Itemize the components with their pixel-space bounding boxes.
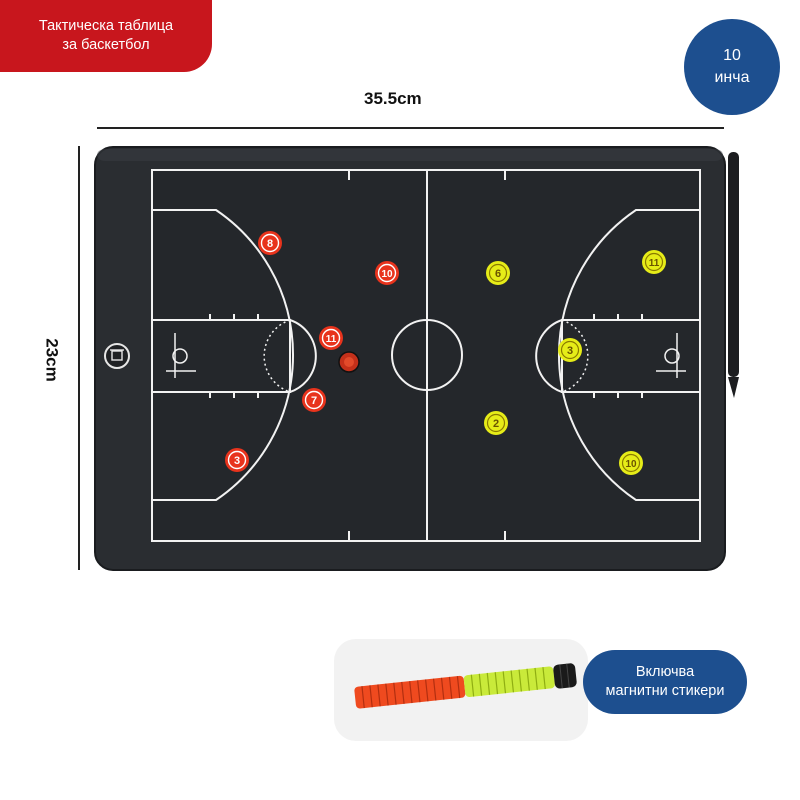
ball-magnet[interactable]: [338, 351, 360, 373]
yellow-magnet[interactable]: 3: [558, 338, 582, 362]
includes-line-1: Включва: [635, 664, 695, 680]
height-dimension-line: [78, 146, 80, 570]
svg-text:6: 6: [495, 268, 501, 280]
includes-line-2: магнитни стикери: [605, 683, 725, 699]
includes-magnets-badge: Включва магнитни стикери: [583, 650, 747, 714]
trash-icon: [111, 350, 123, 361]
svg-text:10: 10: [381, 269, 393, 280]
svg-text:11: 11: [649, 258, 660, 269]
stylus-pen[interactable]: [728, 152, 739, 398]
svg-text:11: 11: [326, 334, 337, 345]
svg-text:10: 10: [625, 459, 637, 470]
yellow-magnet[interactable]: 2: [484, 411, 508, 435]
title-tag: Тактическа таблица за баскетбол: [0, 0, 212, 72]
red-magnet[interactable]: 3: [225, 448, 249, 472]
width-dimension-line: [97, 127, 724, 129]
svg-text:3: 3: [567, 345, 573, 357]
size-unit: инча: [714, 69, 750, 86]
basketball-court: [151, 169, 701, 542]
svg-text:3: 3: [234, 455, 240, 467]
sticker-stack-panel: [334, 639, 588, 741]
yellow-magnet[interactable]: 10: [619, 451, 643, 475]
clear-button[interactable]: [104, 343, 130, 369]
yellow-magnet[interactable]: 6: [486, 261, 510, 285]
size-badge: 10 инча: [684, 19, 780, 115]
svg-text:8: 8: [267, 238, 273, 250]
title-line-1: Тактическа таблица: [38, 18, 174, 34]
red-magnet[interactable]: 10: [375, 261, 399, 285]
red-magnet[interactable]: 7: [302, 388, 326, 412]
title-line-2: за баскетбол: [62, 37, 150, 53]
svg-text:2: 2: [493, 418, 499, 430]
red-magnet[interactable]: 8: [258, 231, 282, 255]
magnet-stack-image: [354, 663, 577, 709]
width-label: 35.5cm: [364, 89, 422, 108]
size-value: 10: [723, 47, 741, 64]
svg-text:7: 7: [311, 395, 317, 407]
red-magnet[interactable]: 11: [319, 326, 343, 350]
yellow-magnet[interactable]: 11: [642, 250, 666, 274]
